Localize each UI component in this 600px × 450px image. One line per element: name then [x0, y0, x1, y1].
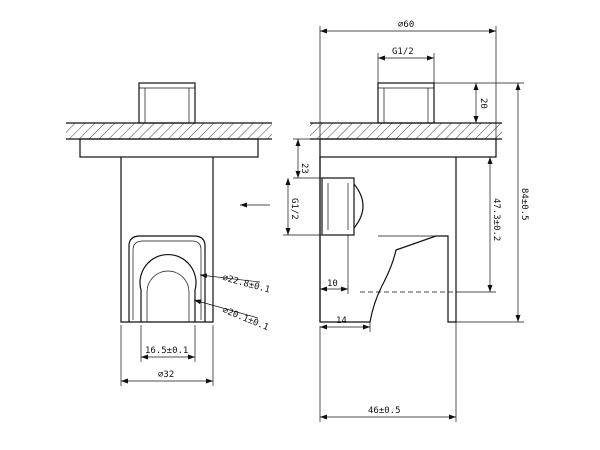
- dim-47-3: 47.3±0.2: [491, 198, 501, 241]
- dim-g-half-side: G1/2: [289, 198, 299, 220]
- front-hose-opening: [139, 253, 197, 322]
- front-body: [120, 157, 214, 323]
- dim-dia-60: ⌀60: [398, 20, 414, 30]
- dim-84: 84±0.5: [519, 188, 529, 221]
- side-pipe-stub: [377, 82, 435, 124]
- dim-dia-32: ⌀32: [158, 370, 174, 380]
- side-body: [319, 157, 457, 323]
- dim-16-5: 16.5±0.1: [145, 346, 188, 356]
- side-wall-hatch: [310, 123, 502, 139]
- front-pipe-stub: [138, 82, 196, 124]
- front-escutcheon: [79, 138, 259, 158]
- dim-23: 23: [299, 163, 309, 174]
- dim-g-half-top: G1/2: [392, 47, 414, 57]
- side-outlet-connector: [321, 177, 355, 236]
- dim-dia-20-1: ⌀20.1±0.1: [221, 306, 270, 334]
- front-wall-hatch: [66, 123, 272, 139]
- front-view: 16.5±0.1 ⌀32 ⌀22.8±0.1 ⌀20.1±0.1: [66, 82, 272, 386]
- dim-dia-22-8: ⌀22.8±0.1: [221, 273, 271, 295]
- dim-10: 10: [327, 279, 338, 289]
- side-escutcheon: [319, 138, 497, 158]
- dim-20: 20: [478, 98, 488, 109]
- dim-46: 46±0.5: [368, 406, 401, 416]
- front-holder-cradle: [128, 235, 206, 322]
- side-view: ⌀60 G1/2 20 84±0.5 47.3±0.2 23 G1/2: [240, 20, 529, 422]
- dim-14: 14: [336, 316, 347, 326]
